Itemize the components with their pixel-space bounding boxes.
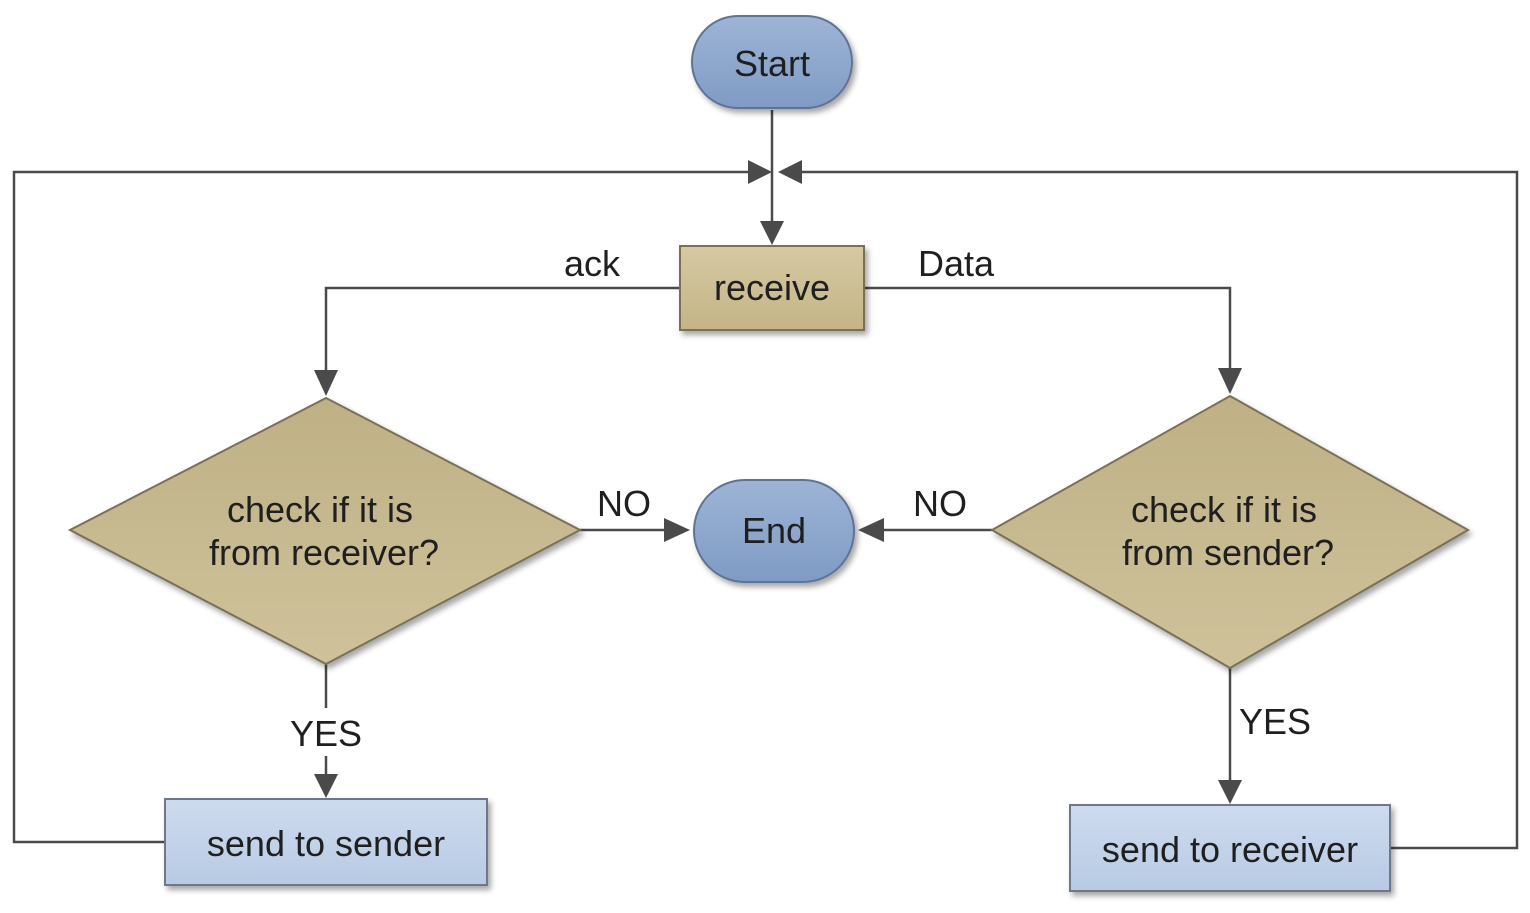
check-receiver-label-line1: check if it is: [227, 489, 413, 530]
arrow-into-check-receiver: [314, 370, 338, 396]
node-start: Start: [691, 15, 853, 109]
edge-send-to-sender-loop: [12, 170, 752, 844]
node-send-to-sender: send to sender: [164, 798, 488, 886]
check-receiver-label-line2: from receiver?: [209, 532, 439, 573]
edge-label-no-right: NO: [913, 483, 967, 524]
connectors: [12, 110, 1519, 850]
edge-label-yes-right: YES: [1239, 701, 1311, 742]
arrow-into-receive: [760, 221, 784, 245]
arrow-into-send-to-sender: [314, 774, 338, 798]
edge-label-no-left: NO: [597, 483, 651, 524]
edge-receive-ack: [324, 286, 680, 378]
edge-send-to-receiver-loop: [792, 170, 1519, 850]
send-to-sender-label: send to sender: [207, 823, 445, 864]
node-end: End: [693, 479, 855, 583]
edge-label-ack: ack: [564, 243, 621, 284]
edge-labels: ack Data NO NO YES YES: [290, 243, 1311, 754]
check-sender-label-line2: from sender?: [1122, 532, 1334, 573]
end-label: End: [742, 510, 806, 551]
node-check-sender: check if it is from sender?: [989, 394, 1471, 670]
arrow-into-send-to-receiver: [1218, 780, 1242, 804]
edge-label-yes-left: YES: [290, 713, 362, 754]
receive-label: receive: [714, 267, 830, 308]
node-receive: receive: [679, 245, 865, 331]
edge-receive-data: [864, 286, 1232, 376]
node-check-receiver: check if it is from receiver?: [67, 396, 583, 666]
start-label: Start: [734, 43, 810, 84]
arrow-merge-right: [778, 160, 802, 184]
arrow-merge-left: [748, 160, 772, 184]
send-to-receiver-label: send to receiver: [1102, 829, 1358, 870]
arrow-into-check-sender: [1218, 368, 1242, 394]
arrow-into-end-right: [858, 518, 884, 542]
node-send-to-receiver: send to receiver: [1069, 804, 1391, 892]
arrow-into-end-left: [664, 518, 690, 542]
check-sender-label-line1: check if it is: [1131, 489, 1317, 530]
edge-label-data: Data: [918, 243, 995, 284]
